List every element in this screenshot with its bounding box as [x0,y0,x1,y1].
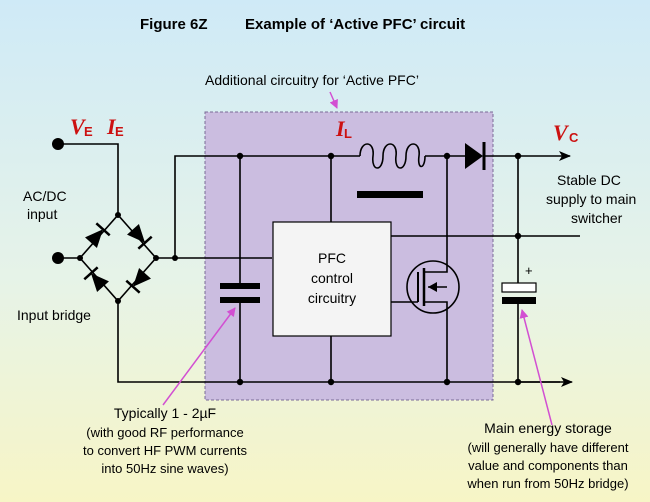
pfc-label-line2: control [311,270,353,286]
bridge-rectifier [77,212,178,304]
bridge-diode-2 [127,223,153,250]
cap-note-line1: Typically 1 - 2µF [114,405,216,421]
acdc-input-label-line2: input [27,206,57,222]
pfc-label-line1: PFC [318,250,346,266]
stable-dc-label-line2: supply to main [546,191,636,207]
region-annotation-arrow [329,91,338,109]
stable-dc-label-line3: switcher [571,210,623,226]
il-subscript: L [344,126,352,141]
vc-label: V [553,120,570,145]
ve-subscript: E [84,124,93,139]
storage-note-line1: Main energy storage [484,420,612,436]
il-label: I [335,116,346,141]
pfc-control-block: PFC control circuitry [272,156,392,386]
input-wiring [58,143,560,383]
pfc-label-line3: circuitry [308,290,356,306]
input-bridge-label: Input bridge [17,307,91,323]
additional-circuitry-label: Additional circuitry for ‘Active PFC’ [205,72,419,88]
cap-note-line3: to convert HF PWM currents [83,443,247,458]
ie-subscript: E [115,124,124,139]
storage-note-line3: value and components than [468,458,628,473]
acdc-input-label-line1: AC/DC [23,188,67,204]
input-cap-annotation-arrow [162,307,236,406]
vc-subscript: C [569,130,579,145]
bridge-diode-1 [85,222,111,249]
storage-capacitor: + [501,156,537,386]
storage-note-line2: (will generally have different [468,440,629,455]
storage-cap-annotation-arrow [519,309,553,426]
ie-label: I [106,114,117,139]
bridge-diode-4 [125,267,151,294]
ve-label: V [70,114,87,139]
storage-note-line4: when run from 50Hz bridge) [466,476,628,491]
inductor [357,143,426,198]
cap-note-line4: into 50Hz sine waves) [101,461,228,476]
figure-caption: Example of ‘Active PFC’ circuit [245,16,465,33]
bridge-diode-3 [83,266,109,293]
cap-note-line2: (with good RF performance [86,425,244,440]
figure-number: Figure 6Z [140,16,208,33]
mosfet-switch [391,156,460,386]
stable-dc-label-line1: Stable DC [557,172,621,188]
inductor-core [357,191,423,198]
capacitor-polarity: + [525,263,533,278]
output-diode [465,142,486,170]
input-capacitor [220,156,260,386]
